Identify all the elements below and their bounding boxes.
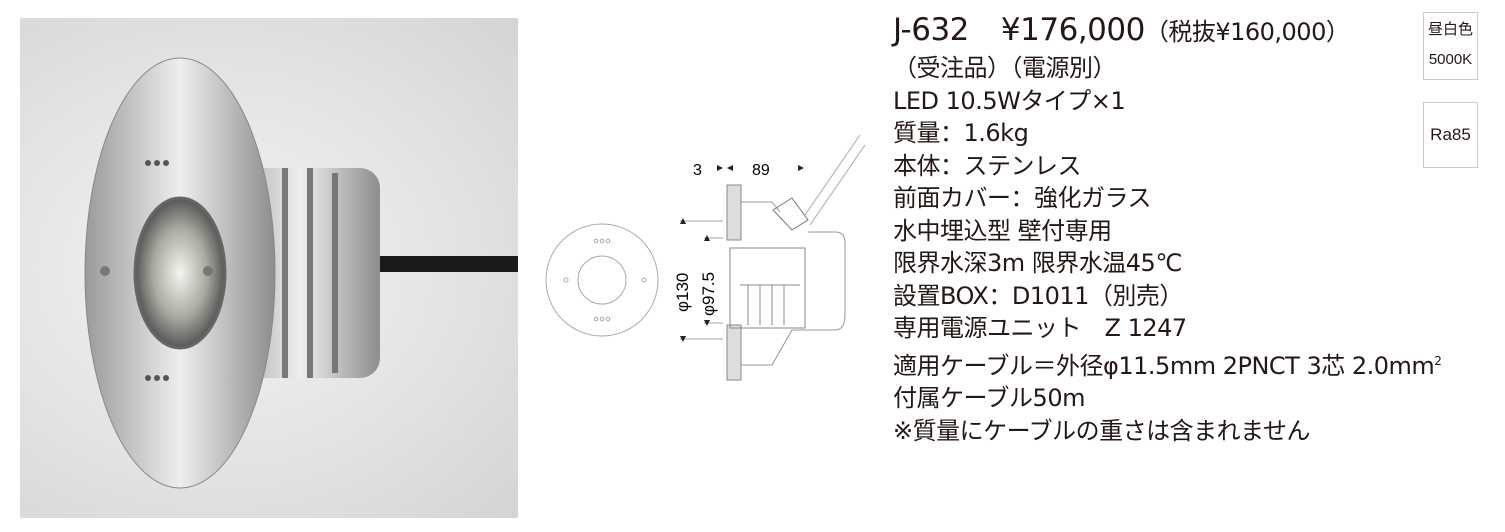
- spec-line: 付属ケーブル50m: [893, 384, 1085, 412]
- color-name: 昼白色: [1427, 21, 1473, 38]
- spec-line: 限界水深3m 限界水温45℃: [893, 249, 1182, 277]
- spec-line: LED 10.5Wタイプ×1: [893, 86, 1126, 115]
- spec-line: 水中埋込型 壁付専用: [893, 216, 1112, 245]
- color-temp: 5000K: [1428, 51, 1473, 68]
- cable-spec-sup: 2: [1434, 353, 1442, 368]
- spec-line: 専用電源ユニット Z 1247: [893, 314, 1187, 342]
- price: ¥176,000: [1000, 12, 1145, 48]
- dim-depth: 89: [752, 162, 770, 179]
- product-photo: [20, 18, 520, 518]
- spec-line: 前面カバー：強化ガラス: [893, 184, 1152, 212]
- spec-line: （受注品）（電源別）: [893, 54, 1117, 82]
- spec-line: 設置BOX：D1011（別売）: [893, 281, 1183, 310]
- spec-line: 質量：1.6kg: [893, 119, 1029, 147]
- screw-holes: [593, 238, 611, 322]
- cable-spec-text: 適用ケーブル＝外径φ11.5mm 2PNCT 3芯 2.0mm: [893, 351, 1435, 380]
- model-number: J-632: [893, 12, 969, 48]
- spec-block: J-632 ¥176,000（税抜¥160,000） （受注品）（電源別） LED…: [893, 10, 1442, 447]
- cable-spec-line: 適用ケーブル＝外径φ11.5mm 2PNCT 3芯 2.0mm2: [893, 345, 1442, 383]
- title-line: J-632 ¥176,000（税抜¥160,000）: [893, 10, 1441, 52]
- dim-outer: φ130: [673, 273, 692, 312]
- dimension-arrows: [680, 165, 804, 342]
- dim-inner: φ97.5: [699, 272, 718, 316]
- price-ex-tax: （税抜¥160,000）: [1144, 18, 1350, 46]
- spec-line: 本体：ステンレス: [893, 151, 1082, 180]
- dim-flange: 3: [693, 162, 702, 179]
- ra-badge: Ra85: [1423, 102, 1478, 168]
- spec-line: ※質量にケーブルの重さは含まれません: [893, 416, 1310, 445]
- color-temp-badge: 昼白色 5000K: [1423, 12, 1478, 80]
- dimension-drawing: 3 89 φ130 φ97.5: [530, 130, 870, 390]
